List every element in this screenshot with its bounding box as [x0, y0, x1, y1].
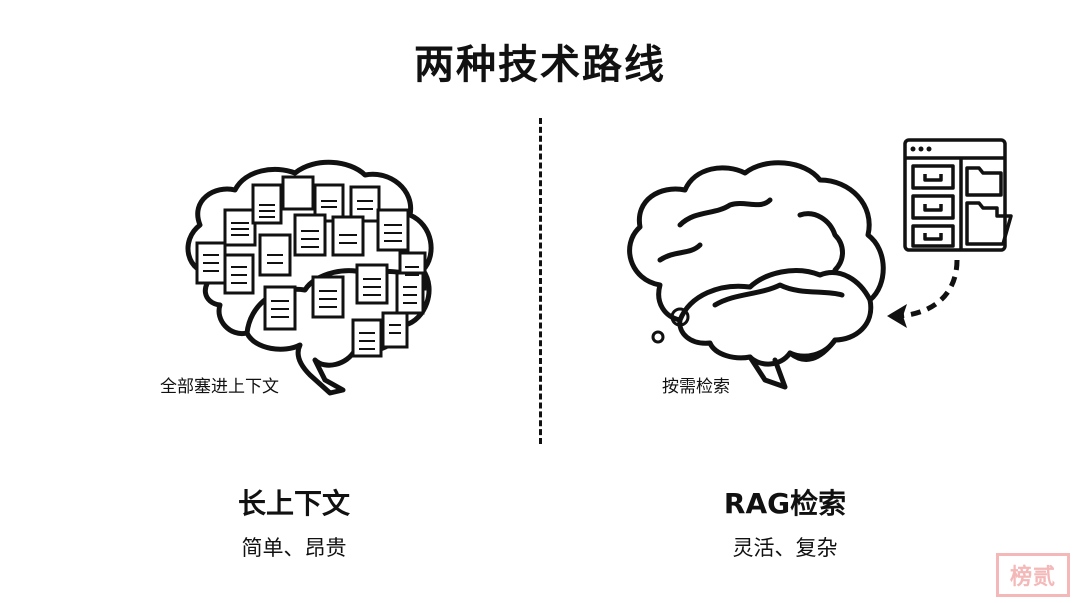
left-heading: 长上下文	[237, 487, 350, 520]
file-cabinet-icon	[903, 138, 1013, 252]
watermark-stamp: 榜贰	[996, 553, 1070, 597]
page-title: 两种技术路线	[414, 42, 666, 88]
right-caption: 按需检索	[662, 377, 730, 397]
dashed-arrow-icon	[887, 259, 960, 328]
left-caption: 全部塞进上下文	[160, 377, 279, 397]
left-subtitle: 简单、昂贵	[241, 536, 347, 560]
dashed-divider	[539, 118, 542, 444]
brain-outline-icon	[627, 160, 886, 390]
right-heading: RAG检索	[723, 487, 847, 520]
right-subtitle: 灵活、复杂	[732, 536, 838, 560]
brain-full-of-documents-icon	[185, 159, 434, 396]
